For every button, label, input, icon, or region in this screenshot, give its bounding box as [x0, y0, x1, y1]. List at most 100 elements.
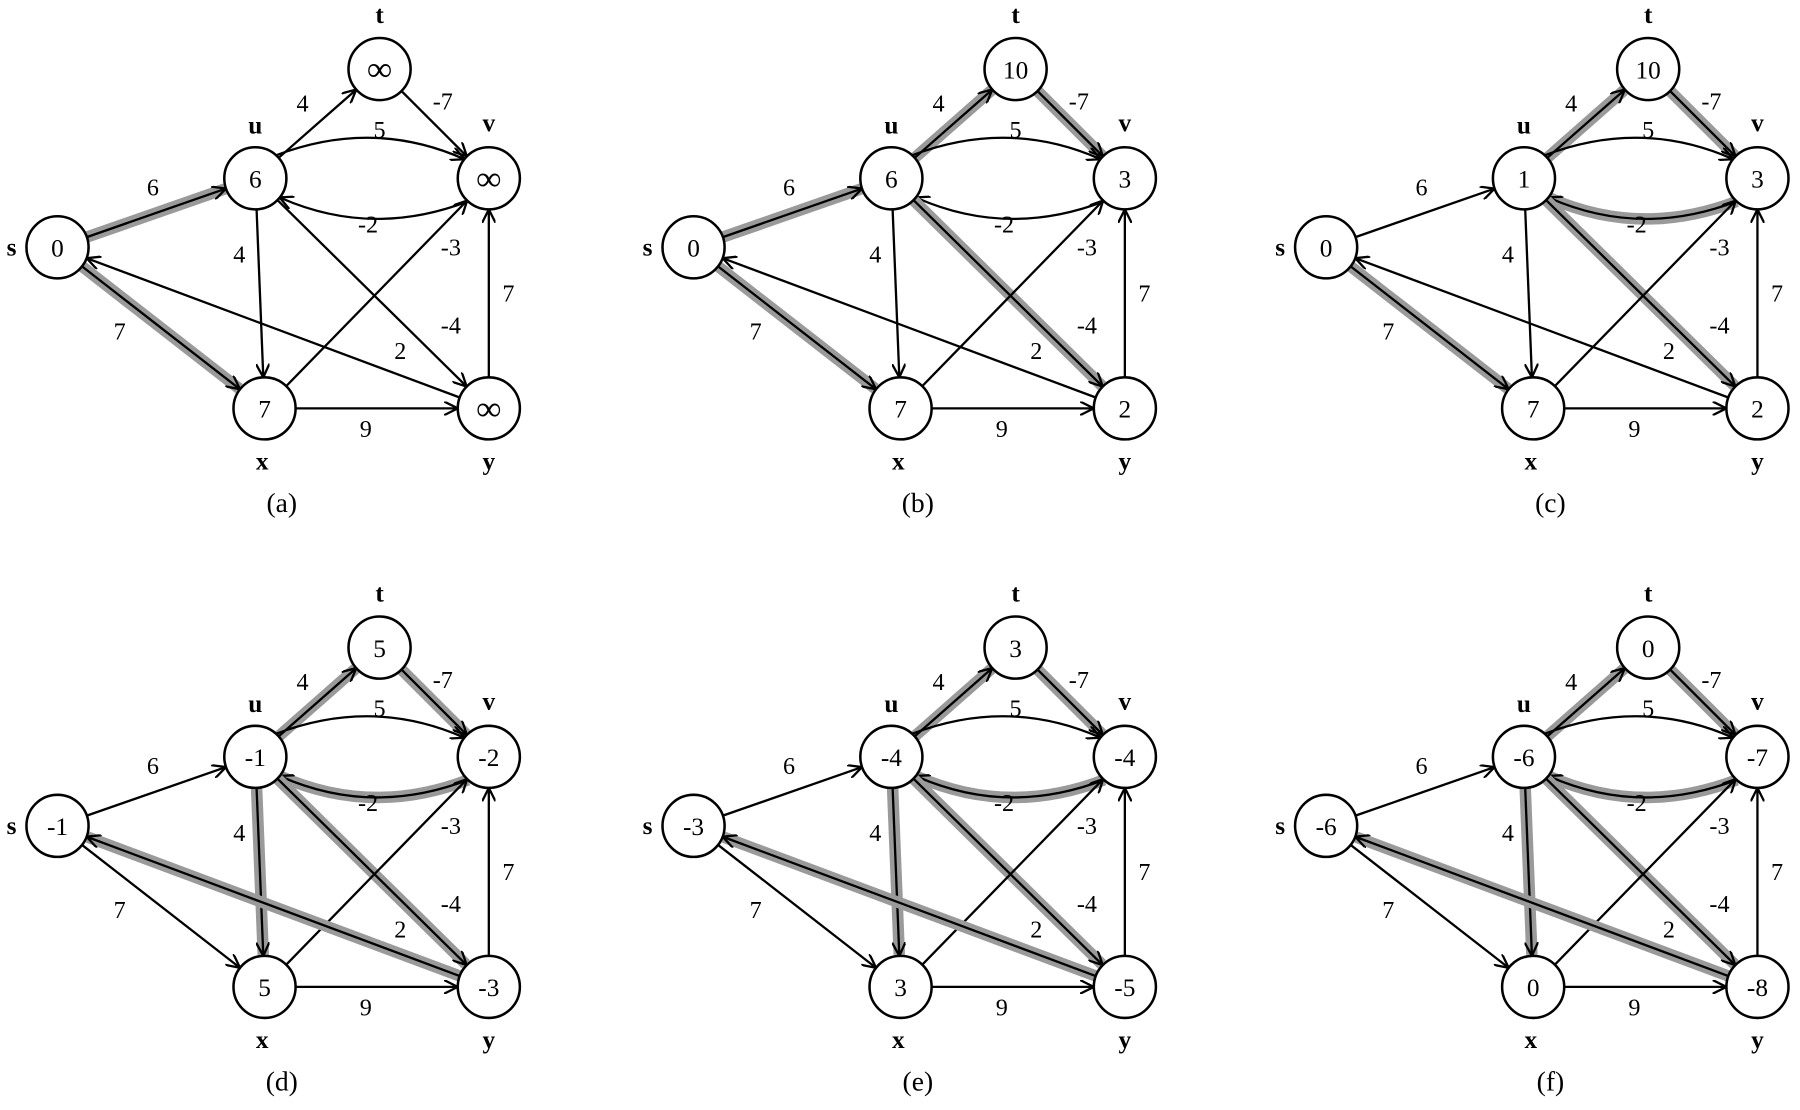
edge-weight: 4 [296, 669, 308, 696]
edge-arrow [913, 669, 992, 738]
edge-y-v: 7 [1757, 789, 1783, 956]
node-distance: -6 [1316, 813, 1337, 841]
edge-arrow [1669, 90, 1735, 156]
node-circle [1491, 146, 1557, 211]
edge-arrow [1356, 259, 1729, 399]
edge-weight: -4 [441, 891, 461, 918]
edge-x-y: 9 [295, 408, 457, 443]
edge-weight: 6 [147, 753, 159, 780]
edge-x-v: -3 [1554, 201, 1735, 387]
edge-weight: 4 [1565, 91, 1577, 118]
node-t: 3t [983, 580, 1048, 680]
edge-weight: 2 [394, 338, 406, 365]
edge-weight: 2 [1030, 338, 1042, 365]
edge-weight: 7 [502, 859, 514, 886]
node-label: x [256, 447, 269, 475]
node-distance: -4 [1114, 744, 1135, 772]
node-y: -3y [456, 954, 522, 1054]
node-circle [1725, 954, 1790, 1020]
edge-weight: 2 [1663, 338, 1675, 365]
node-label: y [1119, 1026, 1132, 1054]
node-label: v [1119, 109, 1132, 137]
node-label: x [892, 1026, 905, 1054]
edge-arrow [281, 776, 469, 799]
edge-v-u: -2 [917, 771, 1107, 817]
node-distance: ∞ [477, 390, 502, 428]
edge-weight: 7 [1771, 280, 1783, 307]
edge-u-v: 5 [911, 117, 1099, 159]
edge-u-t: 4 [277, 90, 356, 159]
node-x: 5x [232, 954, 297, 1054]
node-distance: ∞ [367, 51, 392, 89]
node-label: s [7, 812, 17, 840]
edge-weight: 2 [1030, 916, 1042, 943]
edge-weight: 7 [1382, 318, 1394, 345]
edge-arrow [921, 780, 1102, 966]
edge-weight: -7 [1701, 667, 1721, 694]
edge-arrow [1036, 90, 1103, 156]
node-circle [232, 954, 297, 1020]
edge-arrow [891, 209, 900, 376]
node-circle [661, 215, 726, 280]
node-distance: 6 [885, 166, 898, 194]
edge-weight: -7 [433, 88, 453, 115]
node-t: 10 t [983, 1, 1048, 102]
edge-u-v: 5 [275, 117, 463, 159]
node-distance: -8 [1747, 974, 1768, 1002]
node-circle [347, 615, 412, 680]
node-circle [456, 954, 522, 1020]
node-v: -2v [456, 688, 522, 790]
edge-arrow [917, 776, 1105, 799]
node-u: -1u [223, 690, 288, 790]
node-s: -3s [643, 793, 726, 859]
node-circle [1725, 376, 1790, 441]
node-distance: -1 [47, 813, 68, 841]
node-label: v [1119, 688, 1132, 716]
edge-weight: -3 [1709, 813, 1729, 840]
node-x: 7x [232, 376, 297, 475]
node-label: y [1751, 1026, 1764, 1054]
edge-weight: 4 [1502, 241, 1514, 268]
node-circle [661, 793, 726, 859]
edge-arrow [400, 90, 467, 156]
edge-weight: 7 [114, 897, 126, 924]
edge-t-v: -7 [397, 665, 471, 739]
node-distance: 6 [249, 166, 262, 194]
edge-u-x: 4 [869, 209, 899, 376]
node-v: ∞v [456, 109, 522, 211]
edge-u-v: 5 [1544, 696, 1732, 738]
node-circle [456, 376, 522, 441]
node-label: v [482, 688, 495, 716]
node-label: u [884, 111, 898, 139]
node-distance: 3 [894, 974, 907, 1002]
edge-arrow [724, 259, 1097, 399]
edge-arrow [276, 199, 465, 386]
node-label: y [1119, 447, 1132, 475]
node-distance: 10 [1003, 56, 1028, 84]
node-circle [456, 146, 522, 211]
edge-arrow [921, 201, 1102, 387]
node-label: s [1275, 812, 1285, 840]
node-label: y [482, 1026, 495, 1054]
node-distance: 7 [1527, 396, 1540, 424]
node-x: 7x [1500, 376, 1566, 475]
edge-arrow [86, 767, 225, 817]
node-label: s [643, 233, 653, 261]
node-label: t [1011, 1, 1020, 29]
edge-weight: -2 [994, 790, 1014, 817]
edge-arrow [917, 198, 1105, 221]
edge-x-y: 9 [931, 408, 1093, 443]
node-distance: -7 [1747, 744, 1768, 772]
edge-weight: 5 [1642, 117, 1654, 144]
edge-s-x: 7 [1349, 844, 1508, 967]
edge-weight: 6 [147, 175, 159, 202]
edge-arrow [1349, 844, 1508, 967]
edge-y-v: 7 [489, 789, 514, 956]
node-label: u [884, 690, 898, 718]
node-u: 1u [1491, 111, 1557, 211]
node-circle [983, 36, 1048, 102]
node-label: t [375, 1, 384, 29]
node-t: ∞t [347, 1, 412, 102]
